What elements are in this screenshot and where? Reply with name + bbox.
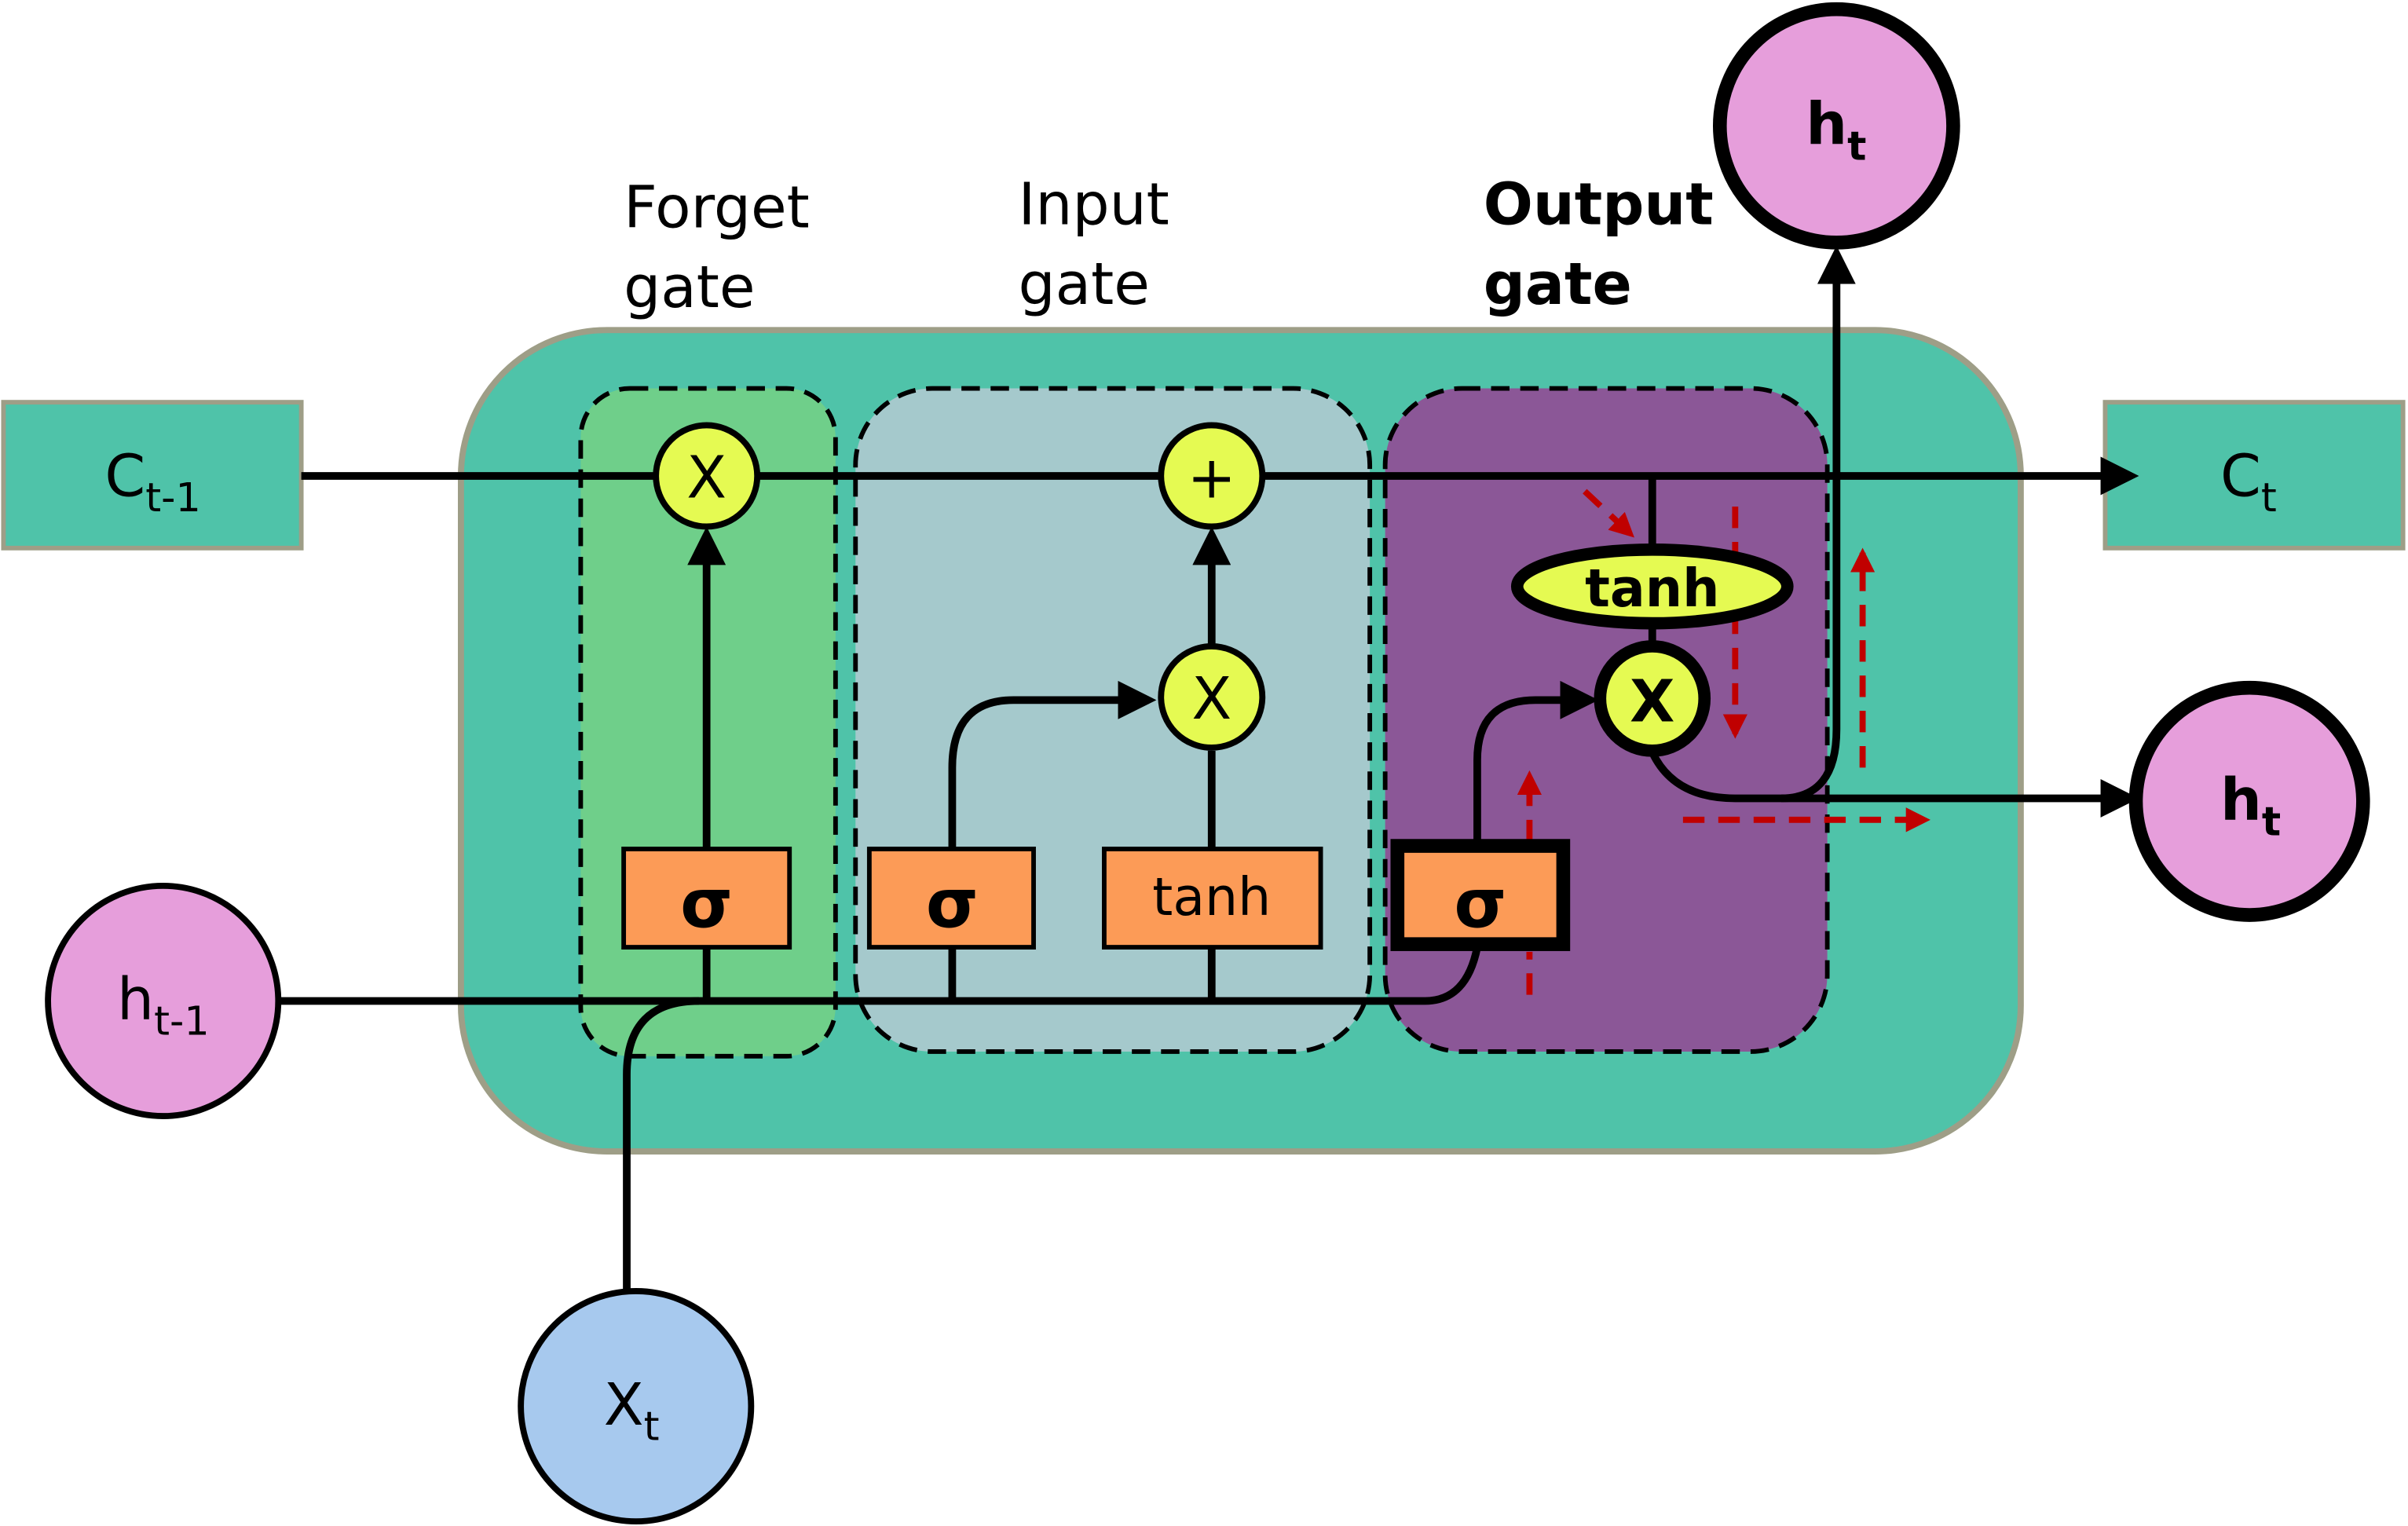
- svg-text:Forget: Forget: [624, 173, 810, 241]
- input-add-op: +: [1158, 422, 1266, 530]
- c-prev-box: [1, 400, 304, 551]
- svg-text:Ct: Ct: [2220, 441, 2277, 521]
- hidden-input-line: [278, 946, 1481, 1005]
- svg-text:gate: gate: [1018, 250, 1149, 318]
- c-next-box: [2102, 400, 2406, 551]
- forget-sigma-layer: σ: [621, 847, 792, 950]
- input-gate-region: [853, 386, 1373, 1054]
- svg-text:+: +: [1188, 443, 1236, 511]
- svg-text:ht: ht: [2220, 766, 2281, 845]
- input-multiply-op: X: [1158, 643, 1266, 751]
- input-gate-label: Input gate: [1018, 170, 1169, 318]
- input-sigma-layer: σ: [866, 847, 1036, 950]
- svg-text:σ: σ: [926, 865, 979, 944]
- output-tanh-op: tanh: [1510, 543, 1794, 630]
- h-t-top-node: ht: [1712, 2, 1960, 250]
- svg-text:σ: σ: [1454, 865, 1506, 944]
- highlight-arrows: [1529, 489, 1930, 995]
- svg-text:gate: gate: [624, 253, 755, 321]
- svg-text:X: X: [1191, 664, 1231, 733]
- svg-text:σ: σ: [680, 865, 733, 944]
- xt-line: [623, 997, 699, 1290]
- output-multiply-op: X: [1594, 640, 1711, 757]
- forget-gate-label: Forget gate: [624, 173, 810, 321]
- output-sigma-layer: σ: [1390, 839, 1571, 951]
- output-gate-label: Output gate: [1484, 170, 1714, 318]
- c-prev-node: Ct-1: [104, 441, 200, 521]
- svg-text:X: X: [686, 443, 726, 511]
- c-next-node: Ct: [2220, 441, 2277, 521]
- svg-text:Output: Output: [1484, 170, 1714, 238]
- svg-text:Xt: Xt: [604, 1370, 660, 1450]
- h-prev-node: ht-1: [45, 882, 282, 1119]
- svg-text:Input: Input: [1018, 170, 1169, 238]
- svg-text:X: X: [1630, 668, 1674, 736]
- svg-text:tanh: tanh: [1152, 866, 1271, 928]
- x-t-node: Xt: [518, 1288, 755, 1525]
- input-tanh-layer: tanh: [1102, 847, 1323, 950]
- forget-multiply-op: X: [653, 422, 761, 530]
- svg-text:ht-1: ht-1: [117, 965, 210, 1045]
- h-t-right-node: ht: [2128, 680, 2370, 922]
- svg-text:gate: gate: [1484, 250, 1632, 318]
- svg-text:ht: ht: [1806, 90, 1866, 170]
- svg-text:tanh: tanh: [1585, 558, 1719, 619]
- svg-text:Ct-1: Ct-1: [104, 441, 200, 521]
